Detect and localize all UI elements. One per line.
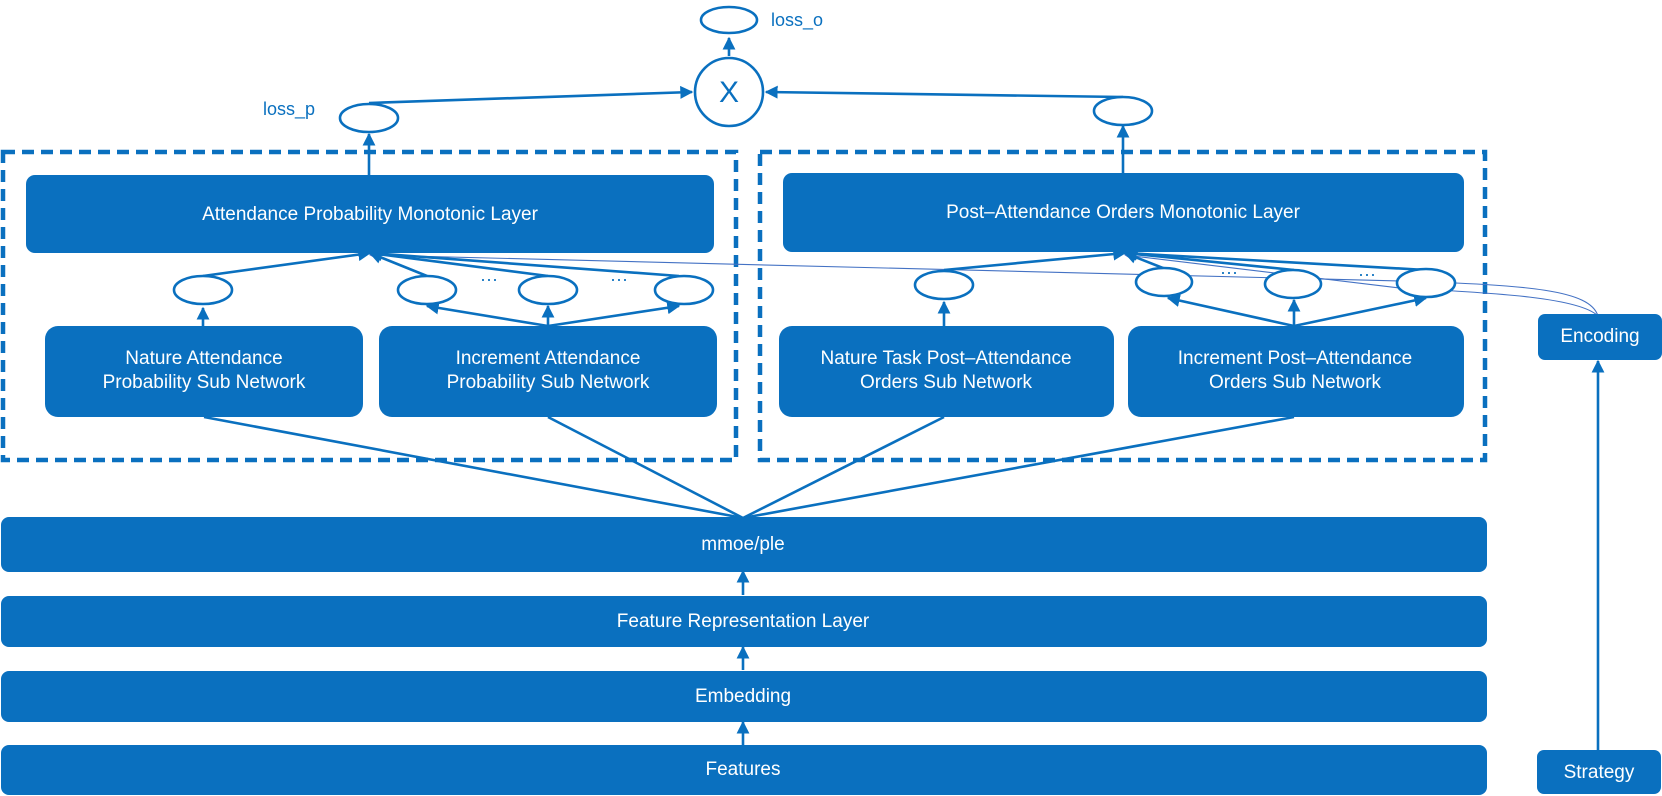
right-node-nature (913, 269, 975, 301)
left-node-increment-2 (517, 274, 579, 306)
nature-attendance-subnetwork: Nature Attendance Probability Sub Networ… (45, 326, 363, 417)
edge-increment-orders-node3 (1293, 294, 1428, 328)
nature-orders-subnetwork-line1: Nature Task Post–Attendance (820, 348, 1071, 369)
strategy-label: Strategy (1564, 762, 1635, 783)
nature-orders-subnetwork: Nature Task Post–Attendance Orders Sub N… (779, 326, 1114, 417)
attendance-monotonic-layer: Attendance Probability Monotonic Layer (26, 175, 714, 253)
mmoe-box-bg (1, 517, 1487, 572)
multiply-node (693, 56, 765, 128)
mmoe-label: mmoe/ple (701, 534, 784, 555)
orders-monotonic-layer-label: Post–Attendance Orders Monotonic Layer (946, 202, 1300, 223)
loss-o-label: loss_o (771, 10, 823, 31)
increment-orders-subnetwork-bg (1128, 326, 1464, 417)
left-ellipsis-2: ··· (610, 269, 628, 289)
increment-orders-subnetwork: Increment Post–Attendance Orders Sub Net… (1128, 326, 1464, 417)
features-label: Features (706, 759, 781, 780)
nature-attendance-subnetwork-line2: Probability Sub Network (103, 372, 306, 393)
mmoe-box: mmoe/ple (1, 517, 1487, 572)
increment-attendance-subnetwork-line1: Increment Attendance (456, 348, 641, 369)
feature-representation-box: Feature Representation Layer (1, 596, 1487, 647)
encoding-box: Encoding (1538, 314, 1662, 360)
embedding-box-bg (1, 671, 1487, 722)
nature-attendance-subnetwork-line1: Nature Attendance (125, 348, 282, 369)
right-node-increment-2 (1263, 268, 1323, 300)
attendance-monotonic-layer-bg (26, 175, 714, 253)
edge-node-left-monotonic-4 (368, 247, 680, 278)
multiply-symbol: X (719, 76, 739, 109)
nature-attendance-subnetwork-bg (45, 326, 363, 417)
edge-mmoe-increment-attendance (547, 415, 744, 520)
feature-representation-label: Feature Representation Layer (617, 611, 870, 632)
features-box: Features (1, 745, 1487, 795)
increment-orders-subnetwork-line1: Increment Post–Attendance (1178, 348, 1412, 369)
embedding-label: Embedding (695, 686, 791, 707)
edge-node-left-monotonic-3 (368, 248, 549, 278)
nature-orders-subnetwork-bg (779, 326, 1114, 417)
edge-node-right-monotonic-4 (1123, 247, 1427, 272)
edge-increment-attendance-node3 (547, 301, 681, 328)
nature-orders-subnetwork-line2: Orders Sub Network (860, 372, 1033, 393)
orders-monotonic-layer: Post–Attendance Orders Monotonic Layer (783, 173, 1464, 252)
orders-output-node (1092, 95, 1154, 127)
strategy-box-bg (1537, 750, 1661, 794)
left-node-increment-1 (396, 274, 458, 306)
left-node-increment-3 (653, 274, 715, 306)
right-node-increment-1 (1134, 266, 1194, 298)
edge-node-left-monotonic-1 (202, 248, 372, 278)
loss-p-label: loss_p (263, 99, 315, 120)
edge-right-output-multiply (764, 85, 1124, 99)
left-ellipsis-1: ··· (480, 269, 498, 289)
strategy-box: Strategy (1537, 750, 1661, 794)
edge-mmoe-nature-attendance (203, 415, 744, 520)
orders-monotonic-layer-bg (783, 173, 1464, 252)
features-box-bg (1, 745, 1487, 795)
encoding-box-bg (1538, 314, 1662, 360)
loss-p-node (338, 102, 400, 134)
edge-increment-attendance-node1 (425, 301, 549, 328)
right-ellipsis-2: ··· (1358, 264, 1376, 284)
edge-loss-p-multiply (368, 85, 694, 105)
embedding-box: Embedding (1, 671, 1487, 722)
left-node-nature (172, 274, 234, 306)
increment-attendance-subnetwork: Increment Attendance Probability Sub Net… (379, 326, 717, 417)
edge-mmoe-nature-orders (742, 415, 945, 520)
increment-orders-subnetwork-line2: Orders Sub Network (1209, 372, 1382, 393)
edge-mmoe-increment-orders (742, 415, 1295, 520)
right-node-increment-3 (1395, 267, 1457, 299)
edge-increment-orders-node1 (1166, 294, 1295, 328)
feature-representation-box-bg (1, 596, 1487, 647)
edge-node-right-monotonic-1 (943, 247, 1127, 272)
right-ellipsis-1: ··· (1220, 262, 1238, 282)
increment-attendance-subnetwork-line2: Probability Sub Network (447, 372, 650, 393)
attendance-monotonic-layer-label: Attendance Probability Monotonic Layer (202, 204, 539, 225)
encoding-label: Encoding (1560, 326, 1639, 347)
increment-attendance-subnetwork-bg (379, 326, 717, 417)
loss-o-node (699, 5, 759, 35)
